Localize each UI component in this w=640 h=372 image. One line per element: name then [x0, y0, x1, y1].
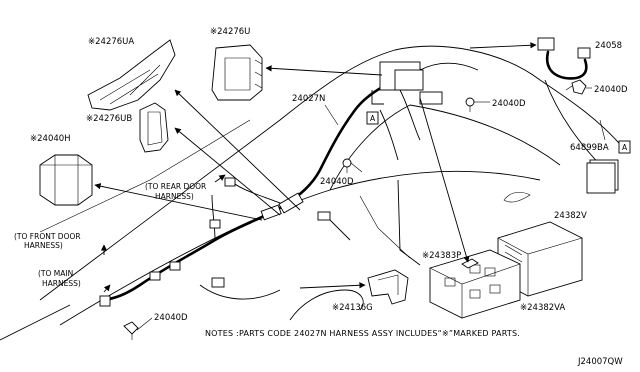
part-24276u-icon	[211, 44, 263, 101]
label-24040d-mid: 24040D	[492, 99, 526, 109]
label-24382v: 24382V	[554, 211, 587, 221]
part-24058-icon	[537, 37, 591, 80]
part-24040h-icon	[39, 154, 93, 206]
part-64899ba-icon	[586, 159, 619, 194]
label-24136g: ※24136G	[332, 303, 373, 313]
label-rear-door-2: HARNESS)	[155, 192, 194, 201]
clip-24040d-bottom-icon	[123, 321, 139, 340]
label-main-1: (TO MAIN	[38, 269, 73, 278]
label-24027n: 24027N	[292, 94, 325, 104]
label-24040d-bottom: 24040D	[154, 313, 188, 323]
label-24276ua: ※24276UA	[88, 37, 134, 47]
clip-24040d-top-icon	[565, 79, 587, 95]
label-24040d-top: 24040D	[594, 85, 628, 95]
label-box-a-right: A	[618, 140, 631, 154]
part-24276ub-icon	[139, 102, 169, 153]
leader-arrows	[94, 42, 592, 331]
main-harness-24027n	[99, 61, 479, 307]
label-24040d-center: 24040D	[320, 177, 354, 187]
label-24382va: ※24382VA	[520, 303, 565, 313]
label-a-center: A	[370, 114, 376, 123]
label-a-right: A	[622, 143, 628, 152]
label-front-door-1: (TO FRONT DOOR	[14, 232, 81, 241]
label-main-2: HARNESS)	[42, 279, 81, 288]
notes-text: NOTES :PARTS CODE 24027N HARNESS ASSY IN…	[205, 329, 520, 338]
diagram-code: J24007QW	[577, 357, 623, 367]
clip-24040d-mid-icon	[465, 97, 475, 112]
part-24276ua-icon	[87, 39, 176, 111]
clip-24040d-center-icon	[342, 158, 352, 173]
label-24058: 24058	[595, 41, 622, 51]
part-24136g-icon	[367, 269, 409, 305]
car-body-outline	[0, 45, 626, 341]
label-rear-door-1: (TO REAR DOOR	[145, 182, 206, 191]
label-front-door-2: HARNESS)	[24, 241, 63, 250]
label-64899ba: 64899BA	[570, 143, 609, 153]
label-24276ub: ※24276UB	[86, 114, 132, 124]
label-box-a-center: A	[366, 111, 379, 125]
label-24383p: ※24383P	[422, 251, 461, 261]
part-24382va-icon	[429, 249, 521, 319]
label-24040h: ※24040H	[30, 134, 71, 144]
label-24276u: ※24276U	[210, 27, 250, 37]
small-card-icon	[503, 191, 531, 203]
